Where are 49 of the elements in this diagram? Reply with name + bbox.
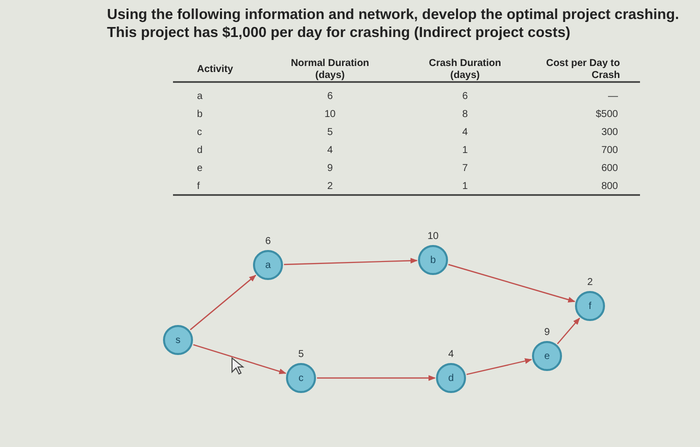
title: Using the following information and network, develop the optimal project crashing. This project has $1,000 per day for crashing (Indirect project costs) — [107, 6, 680, 42]
duration-label: 5 — [297, 349, 305, 360]
table-cell: 800 — [601, 181, 618, 193]
table-cell: 10 — [324, 109, 336, 121]
activity-node: e — [532, 341, 562, 371]
arrow — [193, 344, 286, 374]
table-cell: a — [197, 91, 203, 103]
activity-node: f — [575, 291, 605, 321]
table-cell: b — [197, 109, 203, 121]
arrow — [317, 375, 436, 381]
column-header: Cost per Day to Crash — [545, 58, 620, 82]
column-header: Normal Duration (days) — [290, 58, 370, 82]
table-cell: c — [197, 127, 202, 139]
table-cell: 6 — [327, 91, 333, 103]
duration-label: 2 — [586, 277, 594, 288]
table-cell: f — [197, 181, 200, 193]
table-cell: 9 — [327, 163, 333, 175]
table-cell: 1 — [462, 145, 468, 157]
table-cell: 1 — [462, 181, 468, 193]
table-cell: — — [608, 91, 618, 103]
activity-node: s — [163, 325, 193, 355]
table-cell: 5 — [327, 127, 333, 139]
table-cell: 7 — [462, 163, 468, 175]
table-cell: e — [197, 163, 203, 175]
table-cell: 4 — [462, 127, 468, 139]
table-cell: 6 — [462, 91, 468, 103]
activity-node: b — [418, 245, 448, 275]
table-cell: 4 — [327, 145, 333, 157]
arrow — [448, 264, 576, 302]
arrow — [190, 274, 256, 330]
column-header: Activity — [197, 64, 234, 76]
duration-label: 4 — [447, 349, 455, 360]
duration-label: 6 — [264, 236, 272, 247]
table-cell: 2 — [327, 181, 333, 193]
arrow — [466, 358, 532, 375]
table-cell: 600 — [601, 163, 618, 175]
arrow — [556, 318, 580, 344]
duration-label: 10 — [426, 231, 440, 242]
table-cell: 8 — [462, 109, 468, 121]
activity-node: d — [436, 363, 466, 393]
table-cell: 700 — [601, 145, 618, 157]
table-cell: $500 — [596, 109, 618, 121]
column-header: Crash Duration (days) — [428, 58, 502, 82]
table-cell: 300 — [601, 127, 618, 139]
table-cell: d — [197, 145, 203, 157]
activity-node: c — [286, 363, 316, 393]
arrow — [284, 258, 418, 266]
duration-label: 9 — [543, 327, 551, 338]
activity-node: a — [253, 250, 283, 280]
